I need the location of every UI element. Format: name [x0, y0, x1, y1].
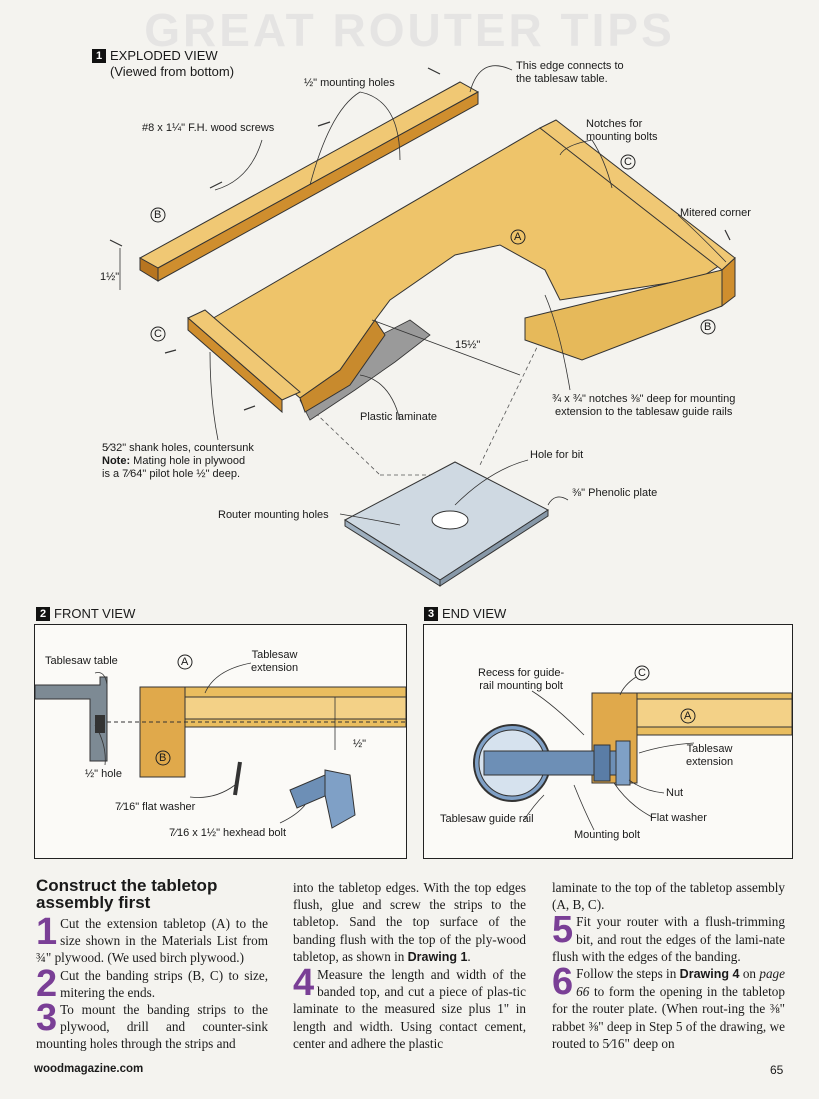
- drawing1-title-text: EXPLODED VIEW: [110, 48, 218, 63]
- drawing-reference: Drawing 1: [407, 949, 468, 964]
- intro-text-end: .: [467, 948, 471, 964]
- footer-site: woodmagazine.com: [34, 1063, 144, 1075]
- step-text: to form the opening in the tabletop for …: [552, 984, 785, 1051]
- drawing2-number: 2: [36, 607, 50, 621]
- callout-notches-detail: ¾ x ¾" notches ⅜" deep for mounting exte…: [552, 393, 736, 418]
- intro-text: into the tabletop edges. With the top ed…: [293, 880, 526, 964]
- drawing1-subtitle: (Viewed from bottom): [110, 64, 235, 79]
- dimension-15-5: 15½": [455, 339, 481, 351]
- step-number: 1: [36, 911, 58, 953]
- hexhead-bolt: [289, 769, 356, 829]
- front-view-panel: Tablesaw table A B Tablesaw extension ½"…: [34, 624, 407, 859]
- end-view-illustration: [473, 665, 792, 831]
- callout-plastic: Plastic laminate: [360, 411, 438, 423]
- article-heading: Construct the tabletop assembly first: [36, 876, 218, 912]
- banding-strip-c-left: [187, 309, 301, 414]
- label-flat-washer: 7⁄16" flat washer: [115, 801, 196, 813]
- drawing3-title-text: END VIEW: [442, 606, 507, 621]
- callout-screws: #8 x 1¼" F.H. wood screws: [142, 122, 275, 134]
- phenolic-plate: [344, 461, 549, 587]
- page-number: 65: [770, 1063, 784, 1077]
- page-reference: page 66: [576, 966, 785, 1000]
- label-nut: Nut: [666, 787, 684, 799]
- label-recess: Recess for guide- rail mounting bolt: [478, 667, 565, 692]
- exploded-view-illustration: [109, 65, 736, 587]
- label-hexhead-bolt: 7⁄16 x 1½" hexhead bolt: [169, 827, 287, 839]
- part-a-label: A: [181, 656, 189, 668]
- step-text: Measure the length and width of the band…: [293, 967, 526, 1051]
- callout-mitered: Mitered corner: [680, 207, 751, 219]
- drawing2-title: 2 FRONT VIEW: [36, 606, 135, 621]
- article-column-3: laminate to the top of the tabletop asse…: [552, 879, 785, 1052]
- drawing3-title: 3 END VIEW: [424, 606, 506, 621]
- dimension-half-inch: ½": [353, 738, 367, 750]
- drawing1-number: 1: [92, 49, 106, 63]
- header-bleed-through: GREAT ROUTER TIPS: [144, 4, 675, 56]
- label-tablesaw-extension: Tablesaw extension: [251, 649, 299, 674]
- label-half-hole: ½" hole: [85, 768, 122, 780]
- step-number: 6: [552, 961, 574, 1004]
- step-number: 4: [293, 962, 315, 1005]
- drawing-reference: Drawing 4: [679, 967, 740, 982]
- column-3-intro: laminate to the top of the tabletop asse…: [552, 880, 785, 913]
- callout-phenolic: ⅜" Phenolic plate: [572, 487, 658, 499]
- step-number: 3: [36, 997, 58, 1040]
- step-text: Follow the steps in: [576, 966, 680, 982]
- label-guide-rail: Tablesaw guide rail: [440, 813, 534, 825]
- part-b-label: B: [704, 321, 712, 333]
- step-text: To mount the banding strips to the plywo…: [36, 1002, 268, 1052]
- step-text: Fit your router with a flush-trimming bi…: [552, 914, 785, 964]
- step-text: Cut the banding strips (B, C) to size, m…: [60, 967, 268, 1000]
- step-number: 2: [36, 962, 58, 1005]
- tabletop-a: [209, 127, 726, 413]
- note-text: Mating hole in plywood is a 7⁄64" pilot …: [102, 455, 246, 480]
- callout-mounting-holes: ½" mounting holes: [304, 77, 395, 89]
- mounting-bolt: [483, 740, 631, 786]
- note-label: Note:: [102, 455, 131, 467]
- part-c-label: C: [154, 328, 162, 340]
- step-number: 5: [552, 909, 574, 952]
- part-a-label: A: [684, 710, 692, 722]
- part-b-label: B: [154, 209, 162, 221]
- label-tablesaw-extension: Tablesaw extension: [686, 743, 734, 768]
- part-c-label: C: [638, 667, 646, 679]
- drawing2-title-text: FRONT VIEW: [54, 606, 136, 621]
- banding-strip-b-right: [524, 269, 723, 361]
- dimension-1-5: 1½": [100, 271, 120, 283]
- callout-hole-for-bit: Hole for bit: [530, 449, 584, 461]
- callout-shank-holes: 5⁄32" shank holes, countersunk Note: Mat…: [102, 442, 254, 481]
- label-tablesaw-table: Tablesaw table: [45, 655, 118, 667]
- callout-router-mounting: Router mounting holes: [218, 509, 329, 521]
- banding-strip-b-left: [138, 81, 480, 282]
- part-a-label: A: [514, 231, 522, 243]
- article-column-2: into the tabletop edges. With the top ed…: [293, 879, 526, 1052]
- label-mounting-bolt: Mounting bolt: [574, 829, 641, 841]
- label-flat-washer: Flat washer: [650, 812, 707, 824]
- callout-notches-bolts: Notches for mounting bolts: [586, 118, 658, 143]
- end-view-panel: Recess for guide- rail mounting bolt C A…: [423, 624, 793, 859]
- step-text: Cut the extension tabletop (A) to the si…: [36, 916, 268, 966]
- step-text: on: [739, 966, 760, 982]
- column-2-intro: into the tabletop edges. With the top ed…: [293, 879, 526, 966]
- banding-strip-c-right: [539, 119, 736, 308]
- drawing1-title: 1 EXPLODED VIEW: [92, 48, 218, 63]
- shank-holes-text: 5⁄32" shank holes, countersunk: [102, 442, 254, 454]
- part-c-label: C: [624, 156, 632, 168]
- callout-edge-connects: This edge connects to the tablesaw table…: [516, 60, 624, 85]
- front-view-illustration: [35, 654, 406, 829]
- part-b-label: B: [159, 752, 167, 764]
- drawing3-number: 3: [424, 607, 438, 621]
